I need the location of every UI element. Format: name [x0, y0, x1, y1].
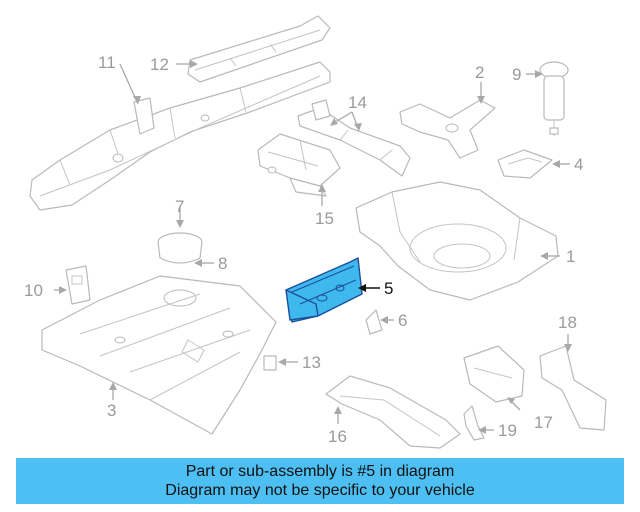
part-7-plug	[157, 232, 203, 264]
part-5-highlighted[interactable]	[285, 257, 363, 323]
part-15-brackets	[257, 133, 341, 197]
callout-5[interactable]: 5	[384, 279, 393, 298]
callout-10: 10	[24, 281, 43, 300]
info-banner: Part or sub-assembly is #5 in diagram Di…	[16, 458, 624, 504]
callout-7: 7	[175, 197, 184, 216]
callout-15: 15	[315, 209, 334, 228]
part-6-clip	[365, 309, 383, 335]
parts-diagram: 11 12 2 9 4 14 15 1 7 8 10 3 13 6 16 17 …	[24, 15, 607, 449]
callout-1: 1	[566, 247, 575, 266]
callout-11: 11	[98, 53, 116, 72]
part-1-tire-well	[355, 181, 559, 301]
part-18-panel	[539, 345, 607, 431]
callout-14: 14	[348, 93, 367, 112]
part-17-reinforcement	[463, 345, 525, 403]
callout-16: 16	[328, 427, 347, 446]
banner-line-1: Part or sub-assembly is #5 in diagram	[185, 463, 455, 480]
part-13-clip	[263, 355, 277, 371]
callout-3: 3	[107, 401, 116, 420]
part-16-rail	[325, 375, 461, 449]
callout-17: 17	[534, 413, 553, 432]
callout-2: 2	[475, 63, 484, 82]
callout-8: 8	[218, 254, 227, 273]
part-4-bracket	[497, 149, 553, 179]
part-11-frame-rail	[29, 61, 331, 211]
callout-9: 9	[512, 65, 521, 84]
callout-13: 13	[302, 353, 321, 372]
part-14-crossmember	[297, 99, 411, 177]
part-2-brace	[399, 99, 496, 159]
part-10-bracket	[65, 265, 91, 305]
banner-line-2: Diagram may not be specific to your vehi…	[165, 482, 475, 499]
leader-lines	[54, 60, 572, 434]
part-3-floor-pan	[41, 275, 277, 435]
part-9-shock	[539, 61, 569, 136]
callout-19: 19	[498, 421, 517, 440]
callout-18: 18	[558, 313, 577, 332]
callout-12: 12	[150, 55, 169, 74]
callout-4: 4	[574, 155, 583, 174]
part-19-bracket	[463, 405, 485, 441]
part-12-upper-rail	[187, 15, 331, 83]
callout-6: 6	[398, 311, 407, 330]
